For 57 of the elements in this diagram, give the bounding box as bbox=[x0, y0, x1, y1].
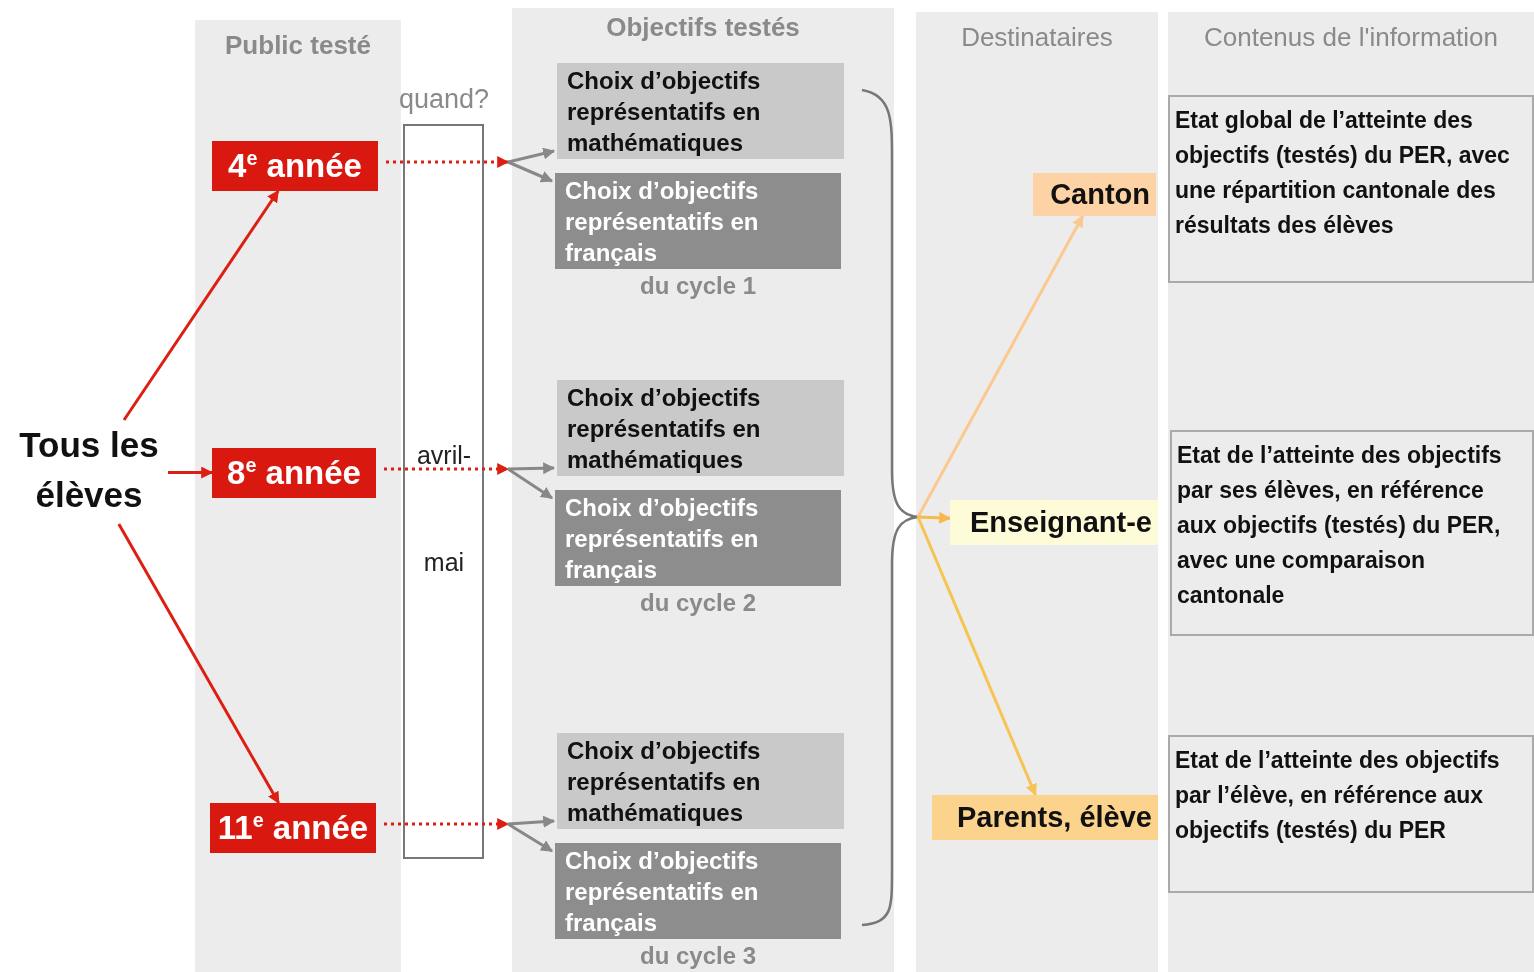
recipient-box bbox=[1033, 173, 1156, 216]
box-text: 11$^{e}$ année bbox=[217, 809, 369, 847]
arrow bbox=[916, 214, 1085, 518]
cycle-caption: du cycle 2 bbox=[638, 588, 758, 618]
box-text: Choix d’objectifs représentatifs en mathématiques bbox=[567, 66, 762, 158]
arrow bbox=[168, 466, 214, 479]
column-heading: Public testé bbox=[224, 30, 372, 61]
objective-box bbox=[557, 380, 844, 476]
objective-box bbox=[557, 63, 844, 159]
arrow bbox=[122, 190, 280, 421]
grade-box bbox=[212, 141, 378, 191]
box-text: Choix d’objectifs représentatifs en français bbox=[565, 846, 760, 938]
column-heading: Destinataires bbox=[960, 22, 1114, 53]
info-box bbox=[1170, 430, 1534, 636]
objective-box bbox=[557, 733, 844, 829]
box-text: Choix d’objectifs représentatifs en français bbox=[565, 176, 760, 268]
column-band bbox=[1168, 12, 1534, 972]
branch-arrow bbox=[507, 147, 556, 164]
arrow bbox=[917, 511, 952, 524]
branch-arrow bbox=[507, 467, 553, 500]
dotted-arrow bbox=[384, 818, 510, 830]
box-text: Parents, élève bbox=[956, 801, 1152, 834]
box-text: 8$^{e}$ année bbox=[227, 454, 361, 492]
recipient-box bbox=[932, 795, 1158, 840]
box-text: Etat global de l’atteinte des objectifs (testés) du PER, avec une répartition cantonale des résultats des élèves bbox=[1175, 106, 1511, 240]
box-text: Canton bbox=[1050, 178, 1150, 211]
recipient-box bbox=[950, 500, 1158, 545]
branch-arrow bbox=[507, 822, 553, 853]
cycle-caption: du cycle 3 bbox=[638, 941, 758, 971]
box-text: Enseignant-e bbox=[969, 506, 1152, 539]
box-text: Etat de l’atteinte des objectifs par ses élèves, en référence aux objectifs (testés) du PER, avec une comparaison cantonale bbox=[1177, 441, 1503, 610]
arrow bbox=[117, 523, 280, 805]
grade-box bbox=[212, 448, 376, 498]
title-text: Tous les élèves bbox=[18, 424, 160, 516]
box-text: Choix d’objectifs représentatifs en mathématiques bbox=[567, 383, 762, 475]
month-label: avril- bbox=[415, 441, 473, 470]
info-box bbox=[1168, 95, 1534, 283]
branch-arrow bbox=[507, 160, 554, 183]
arrow bbox=[916, 516, 1037, 797]
column-band bbox=[512, 8, 894, 972]
box-text: Etat de l’atteinte des objectifs par l’élève, en référence aux objectifs (testés) du PER bbox=[1175, 746, 1501, 845]
column-band bbox=[195, 20, 401, 972]
dotted-arrow bbox=[384, 463, 510, 475]
column-heading: Contenus de l'information bbox=[1203, 22, 1499, 53]
column-band bbox=[916, 12, 1158, 972]
dotted-arrow bbox=[386, 156, 510, 168]
branch-arrow bbox=[507, 815, 556, 828]
info-box bbox=[1168, 735, 1534, 893]
box-text: 4$^{e}$ année bbox=[228, 147, 362, 185]
column-heading: Objectifs testés bbox=[605, 12, 801, 43]
box-text: Choix d’objectifs représentatifs en français bbox=[565, 493, 760, 585]
branch-arrow bbox=[507, 462, 556, 475]
period-question: quand? bbox=[397, 84, 491, 115]
grade-box bbox=[210, 803, 376, 853]
month-label: mai bbox=[422, 548, 466, 577]
cycle-caption: du cycle 1 bbox=[638, 271, 758, 301]
box-text: Choix d’objectifs représentatifs en mathématiques bbox=[567, 736, 762, 828]
